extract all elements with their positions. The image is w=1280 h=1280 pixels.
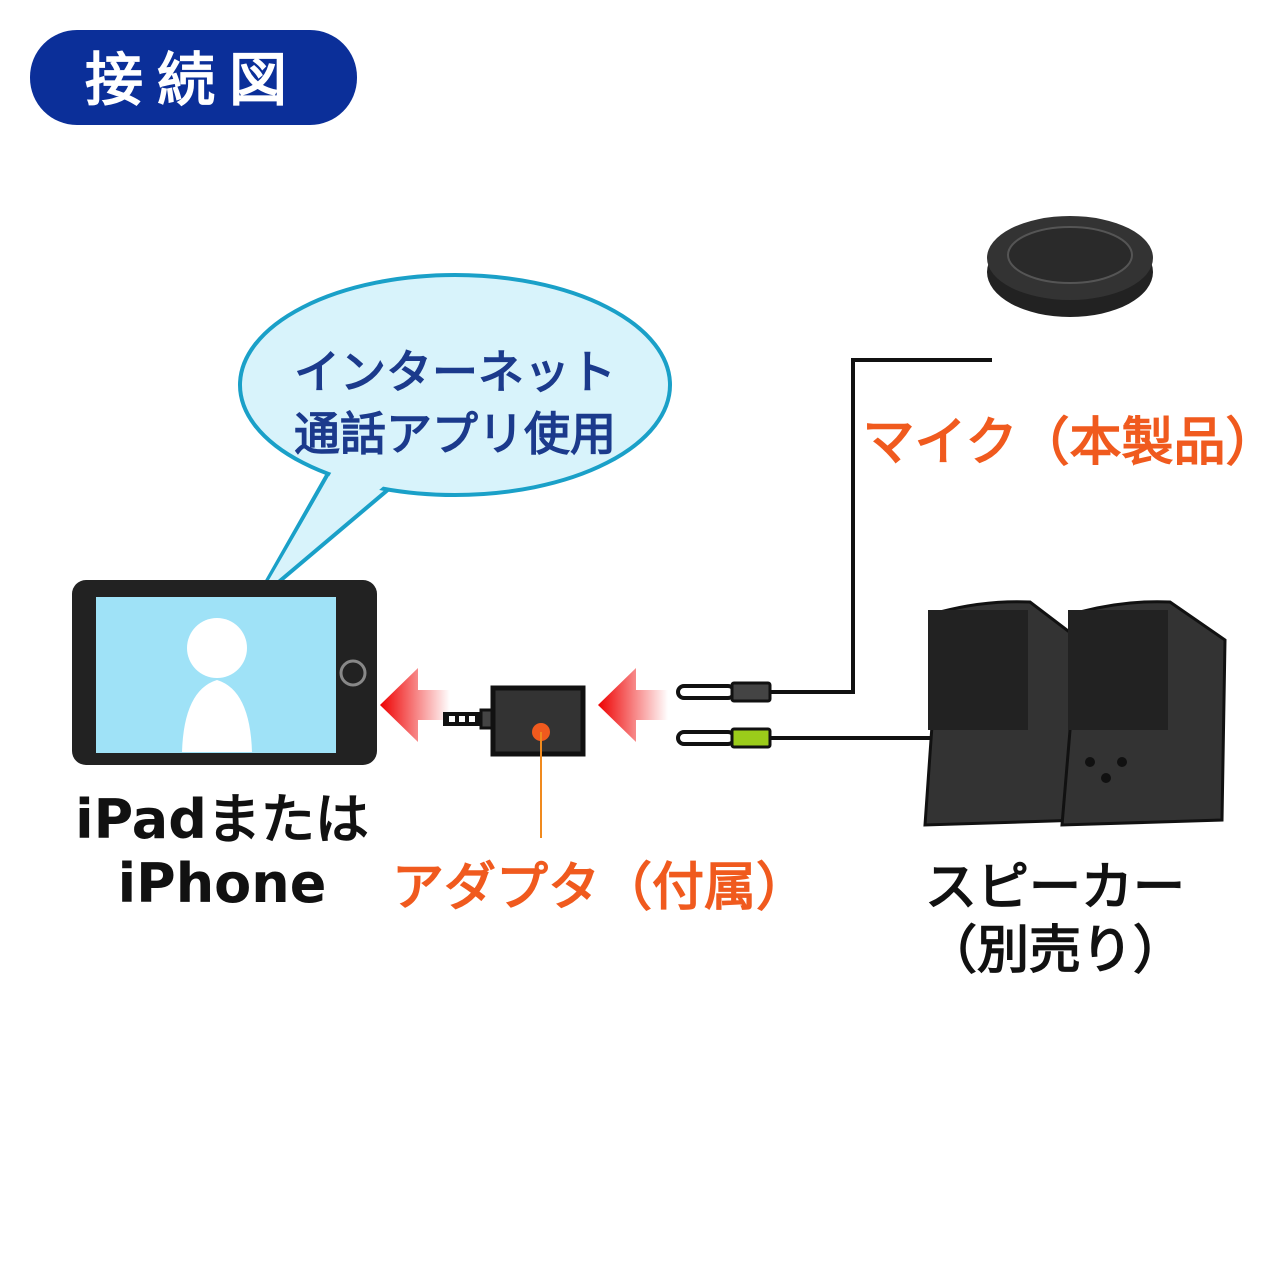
arrow-left-icon [598, 668, 668, 742]
speaker-label-line-2: （別売り） [925, 921, 1185, 981]
device-label-line-1: iPadまたは [75, 788, 369, 851]
bubble-line-2: 通話アプリ使用 [294, 407, 616, 461]
device-label-line-2: iPhone [118, 852, 327, 915]
arrow-left-icon [380, 668, 450, 742]
mic-plug [676, 681, 772, 703]
mic-label: マイク（本製品） [863, 413, 1278, 473]
home-button-icon [339, 659, 367, 687]
title-text: 接続図 [85, 46, 301, 114]
cables [770, 358, 992, 740]
speaker-plug [676, 727, 772, 749]
adapter [443, 685, 586, 838]
speaker-label-line-1: スピーカー [925, 858, 1185, 918]
speakers [923, 600, 1227, 827]
person-icon [187, 618, 247, 678]
microphone [987, 216, 1153, 317]
tablet-device [72, 580, 377, 765]
title-badge: 接続図 [30, 30, 357, 125]
adapter-label: アダプタ（付属） [392, 858, 808, 918]
speech-bubble: インターネット 通話アプリ使用 [238, 273, 672, 604]
bubble-line-1: インターネット [294, 345, 616, 399]
